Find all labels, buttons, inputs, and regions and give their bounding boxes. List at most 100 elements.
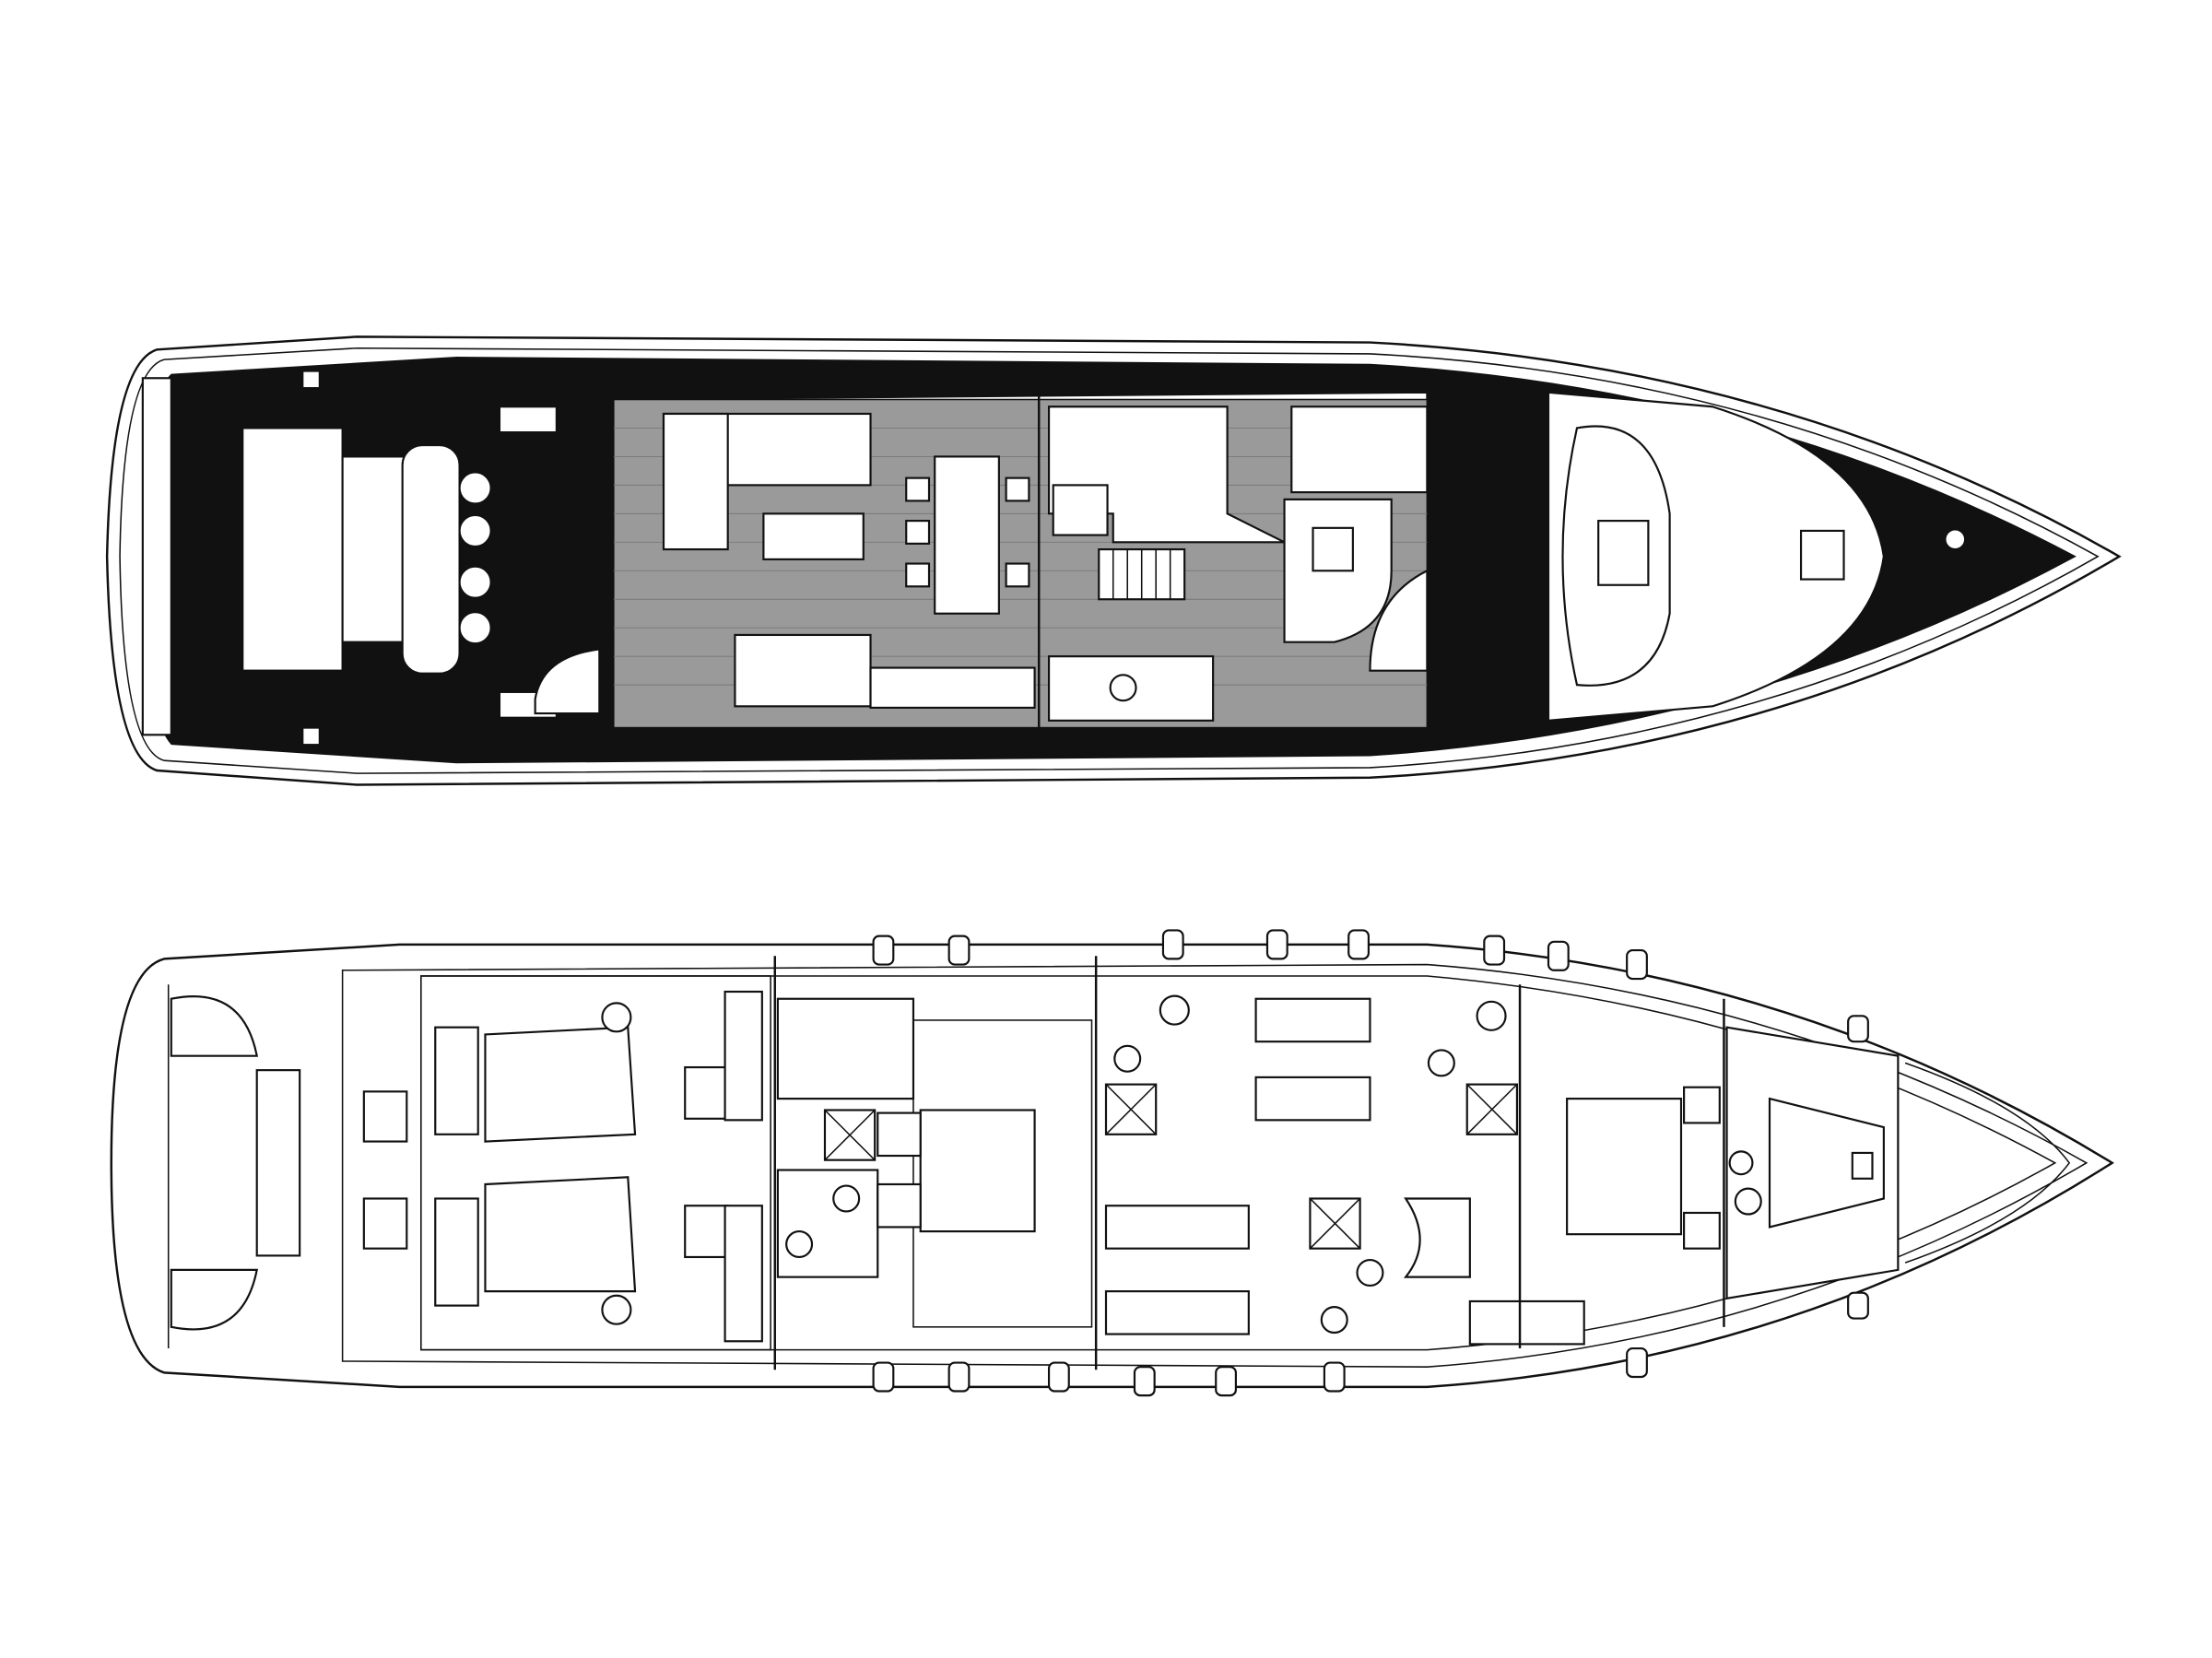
portholes: [872, 929, 1869, 1397]
porthole-icon: [872, 935, 895, 966]
vip-bed: [1566, 1098, 1683, 1236]
nightstand: [877, 1111, 922, 1158]
stern-steps-stbd: [170, 1268, 259, 1331]
porthole-icon: [1847, 1015, 1869, 1043]
porthole-icon: [1323, 1361, 1346, 1393]
guest-berth: [1104, 1290, 1250, 1335]
dining-table: [934, 455, 1000, 615]
dining-chair: [905, 520, 931, 545]
dining-chair: [1005, 562, 1030, 588]
nightstand: [877, 1182, 922, 1229]
aft-locker: [498, 406, 558, 434]
toilet: [1320, 1306, 1348, 1335]
anchor-windlass: [1944, 528, 1967, 551]
toilet: [1113, 1044, 1142, 1073]
toilet: [1109, 674, 1137, 702]
wheelhouse-console: [1290, 406, 1429, 494]
aft-stool: [458, 471, 492, 505]
toilet: [1728, 1150, 1754, 1176]
lower-deck-hull-inner-line: [341, 963, 2088, 1368]
porthole-icon: [1133, 1366, 1156, 1397]
porthole-icon: [1626, 1346, 1648, 1379]
sink: [1476, 1000, 1507, 1031]
master-cabin: [912, 1019, 1093, 1328]
porthole-icon: [1626, 949, 1648, 981]
toilet: [1356, 1258, 1384, 1288]
aft-stool: [458, 565, 492, 599]
engine-room: [419, 975, 771, 1351]
tank-cap: [601, 1002, 632, 1033]
stern-steps-port: [170, 995, 259, 1057]
nightstand: [1683, 1211, 1721, 1250]
lower-deck-hull-outline: [110, 943, 2114, 1389]
toilet: [1734, 1187, 1762, 1216]
upper-deck-hull-inner-line: [119, 347, 2100, 774]
helm-seat: [1312, 526, 1354, 572]
shower-cross: [1105, 1084, 1157, 1135]
aft-sunpad: [241, 427, 344, 672]
toilet: [832, 1184, 861, 1213]
tank-cap: [601, 1294, 632, 1325]
gearbox: [684, 1205, 729, 1259]
stern-bench: [255, 1069, 301, 1257]
bow-fitting: [2052, 550, 2064, 562]
wardrobe: [1468, 1299, 1585, 1346]
shower-cross: [1309, 1197, 1361, 1250]
aft-stair: [534, 648, 601, 715]
lower-stair: [1403, 1197, 1471, 1278]
upper-deck-hull-outline: [105, 335, 2122, 786]
guest-berth: [1254, 1076, 1371, 1122]
shower-cross: [824, 1109, 876, 1161]
wheelhouse-stair: [1369, 569, 1429, 672]
guest-berth: [1254, 997, 1371, 1043]
lower-deck-inner-hull: [420, 975, 2057, 1351]
galley-counter: [869, 666, 1036, 709]
aft-table: [401, 443, 461, 675]
lower-deck-plan: [110, 929, 2114, 1397]
aft-stool: [458, 513, 492, 548]
main-engine-stbd: [484, 1176, 637, 1293]
generator: [434, 1197, 479, 1307]
nightstand: [1683, 1086, 1721, 1124]
porthole-icon: [1547, 940, 1570, 971]
aft-stool: [458, 611, 492, 645]
porthole-icon: [1347, 929, 1370, 960]
salon-coffee-table: [762, 512, 865, 560]
garage-box: [362, 1197, 408, 1250]
porthole-icon: [1483, 935, 1506, 966]
porthole-icon: [1847, 1291, 1869, 1320]
engine-panel: [724, 1205, 763, 1343]
porthole-icon: [1265, 929, 1288, 960]
porthole-icon: [947, 1361, 971, 1393]
galley-fixture: [1052, 484, 1109, 536]
dining-chair: [905, 476, 931, 502]
master-bed: [919, 1109, 1036, 1233]
crew-head: [776, 997, 915, 1100]
forepeak-berth: [1768, 1097, 1885, 1229]
main-engine-port: [484, 1026, 637, 1143]
aft-stern-platform: [141, 377, 172, 736]
gearbox: [684, 1065, 729, 1120]
dining-chair: [905, 562, 931, 588]
stair-steps: [1112, 549, 1171, 600]
crew-cabin: [776, 1169, 879, 1278]
cleat: [301, 726, 321, 747]
porthole-icon: [1161, 929, 1184, 960]
tender-seat: [1597, 520, 1650, 586]
garage-box: [362, 1090, 408, 1143]
generator: [434, 1026, 479, 1135]
salon-sofa-lower: [734, 633, 872, 708]
cleat: [301, 370, 321, 390]
foredeck-hatch: [1799, 529, 1845, 581]
porthole-icon: [872, 1361, 895, 1393]
guest-berth: [1104, 1205, 1250, 1250]
porthole-icon: [1047, 1361, 1070, 1393]
engine-panel: [724, 990, 763, 1122]
bow-chain-locker: [1904, 1062, 2071, 1264]
porthole-icon: [1215, 1366, 1237, 1397]
toilet: [785, 1230, 814, 1259]
salon-sofa-side: [662, 412, 729, 551]
upper-deck-plan: [105, 335, 2122, 786]
sink: [1159, 994, 1190, 1026]
